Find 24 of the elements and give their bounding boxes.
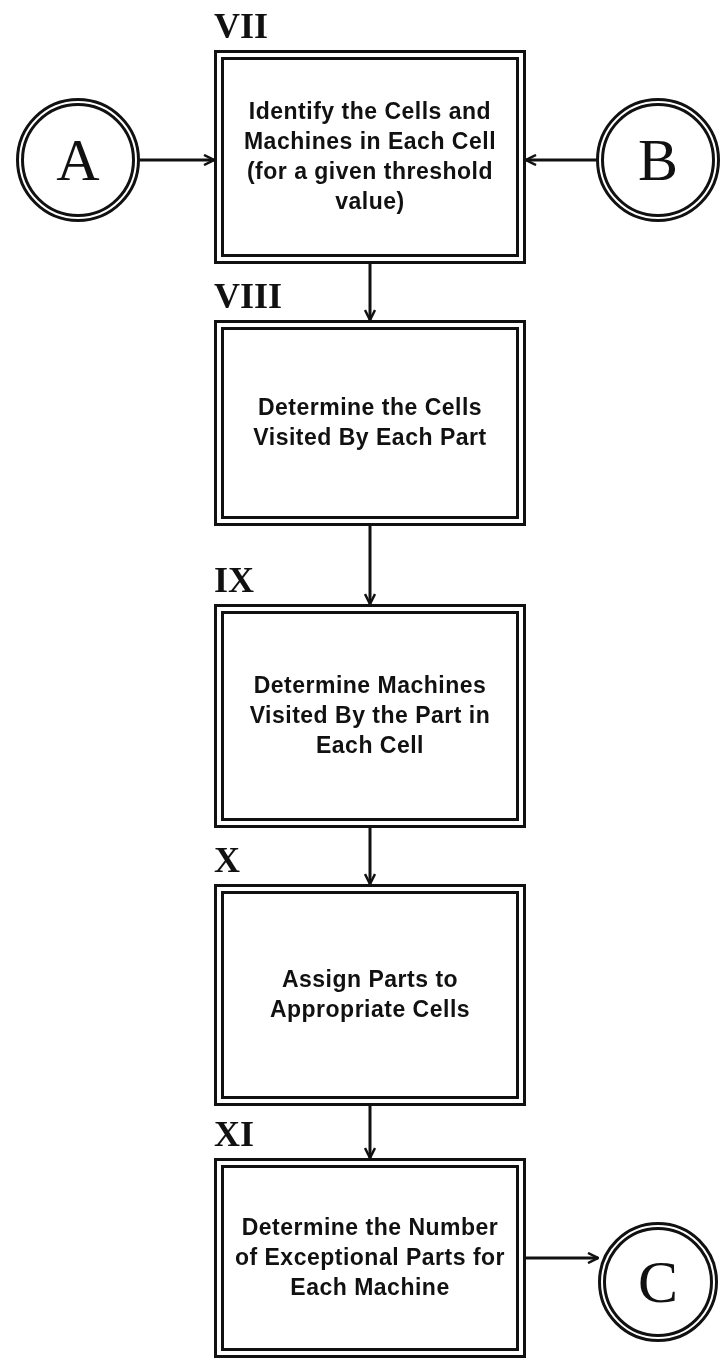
connector-letter: A <box>56 130 100 190</box>
arrow <box>363 1106 377 1160</box>
arrow <box>363 828 377 886</box>
process-text: Assign Parts to Appropriate Cells <box>268 965 472 1024</box>
step-numeral: VIII <box>214 278 283 314</box>
step-numeral: VII <box>214 8 269 44</box>
arrow <box>363 526 377 606</box>
arrow <box>526 1251 600 1265</box>
process-box <box>214 320 526 526</box>
process-text: Determine the Number of Exceptional Parts for Each Machine <box>234 1213 506 1302</box>
arrow <box>363 264 377 322</box>
arrow <box>140 153 216 167</box>
step-numeral: IX <box>214 562 254 598</box>
process-box <box>214 50 526 264</box>
process-box <box>214 1158 526 1358</box>
step-numeral: XI <box>214 1116 254 1152</box>
connector-letter: B <box>638 130 678 190</box>
process-box <box>214 604 526 828</box>
process-text: Determine the Cells Visited By Each Part <box>252 393 488 452</box>
process-text: Identify the Cells and Machines in Each Cell (for a given threshold value) <box>242 97 498 216</box>
process-text: Determine Machines Visited By the Part in Each Cell <box>248 671 492 760</box>
step-numeral: X <box>214 842 240 878</box>
connector-letter: C <box>638 1252 678 1312</box>
process-box <box>214 884 526 1106</box>
